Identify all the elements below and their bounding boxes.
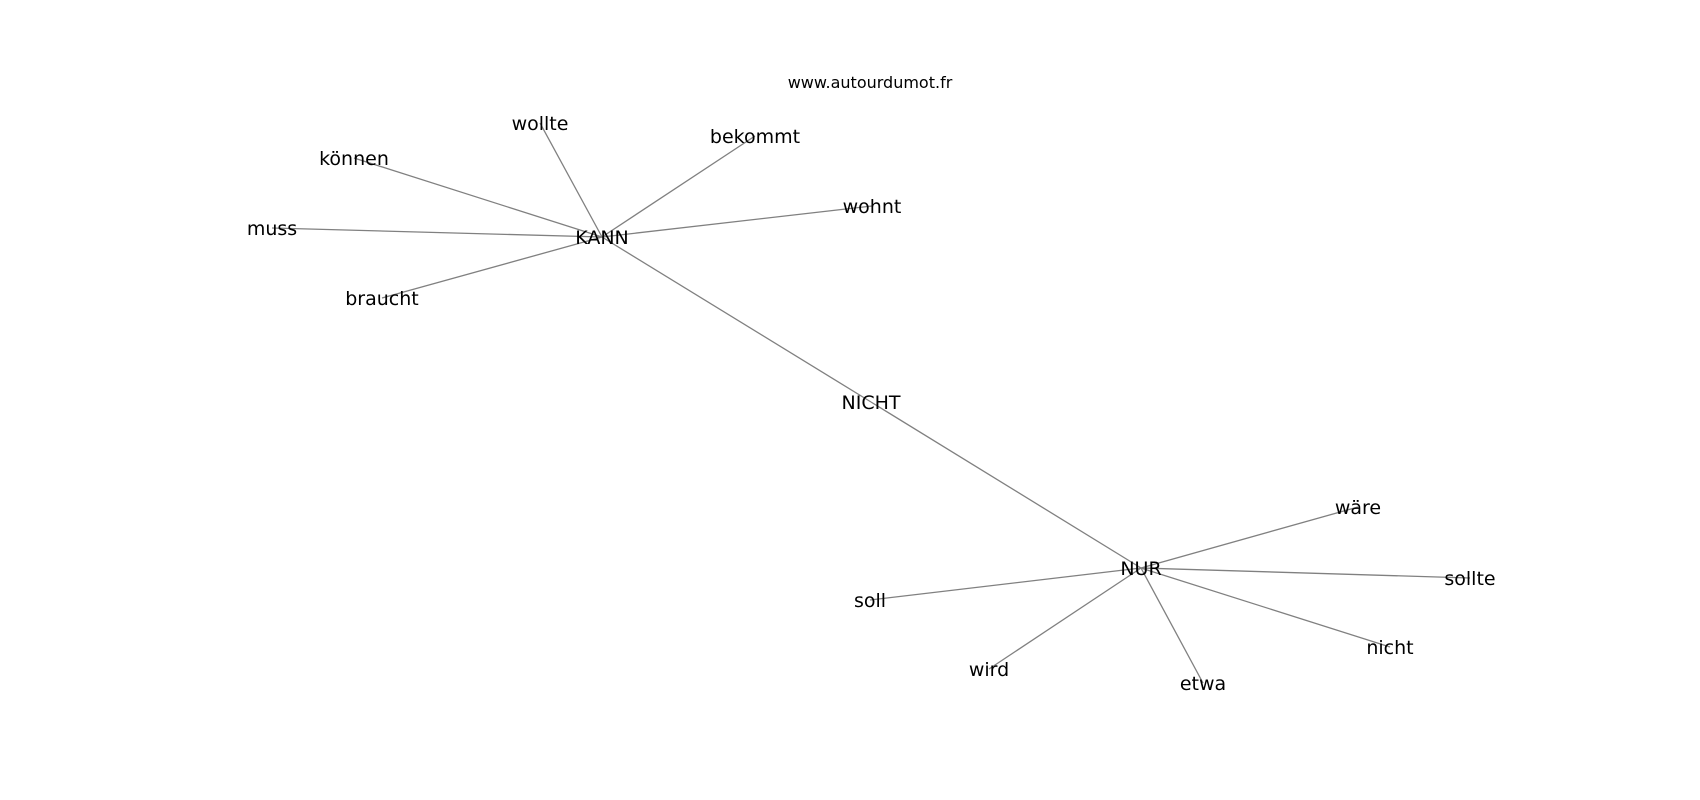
node-label-bekommt: bekommt <box>710 126 800 148</box>
edge-nicht_c-nur <box>870 401 1142 569</box>
graph-edges <box>271 122 1471 684</box>
edge-nur-wird <box>988 567 1142 670</box>
edge-nur-waere <box>1140 506 1359 569</box>
edge-kann-muss <box>271 227 603 238</box>
node-label-koennen: können <box>319 148 389 170</box>
node-label-braucht: braucht <box>345 288 419 310</box>
edge-kann-braucht <box>381 236 603 299</box>
node-label-kann: KANN <box>575 227 629 249</box>
node-label-etwa: etwa <box>1180 673 1226 695</box>
node-label-wollte: wollte <box>512 113 569 135</box>
edge-nur-soll <box>869 567 1142 601</box>
edge-kann-bekommt <box>601 135 756 238</box>
node-label-soll: soll <box>854 590 886 612</box>
node-label-nur: NUR <box>1120 558 1161 580</box>
node-label-muss: muss <box>247 218 297 240</box>
edge-kann-wollte <box>539 122 603 238</box>
node-label-waere: wäre <box>1335 497 1381 519</box>
edge-kann-wohnt <box>601 205 873 238</box>
node-label-nicht_c: NICHT <box>842 392 901 414</box>
graph-nodes: NICHT KANN NUR wollte bekommt können wohnt muss… <box>247 113 1496 695</box>
node-label-nicht_l: nicht <box>1366 637 1413 659</box>
edge-nur-sollte <box>1140 567 1471 579</box>
node-label-sollte: sollte <box>1444 568 1495 590</box>
site-watermark: www.autourdumot.fr <box>788 73 953 92</box>
node-label-wird: wird <box>969 659 1009 681</box>
edge-kann-koennen <box>353 157 603 238</box>
node-label-wohnt: wohnt <box>843 196 902 218</box>
edge-kann-nicht_c <box>601 236 872 403</box>
edge-nur-etwa <box>1140 567 1204 684</box>
edge-nur-nicht_l <box>1140 567 1391 648</box>
